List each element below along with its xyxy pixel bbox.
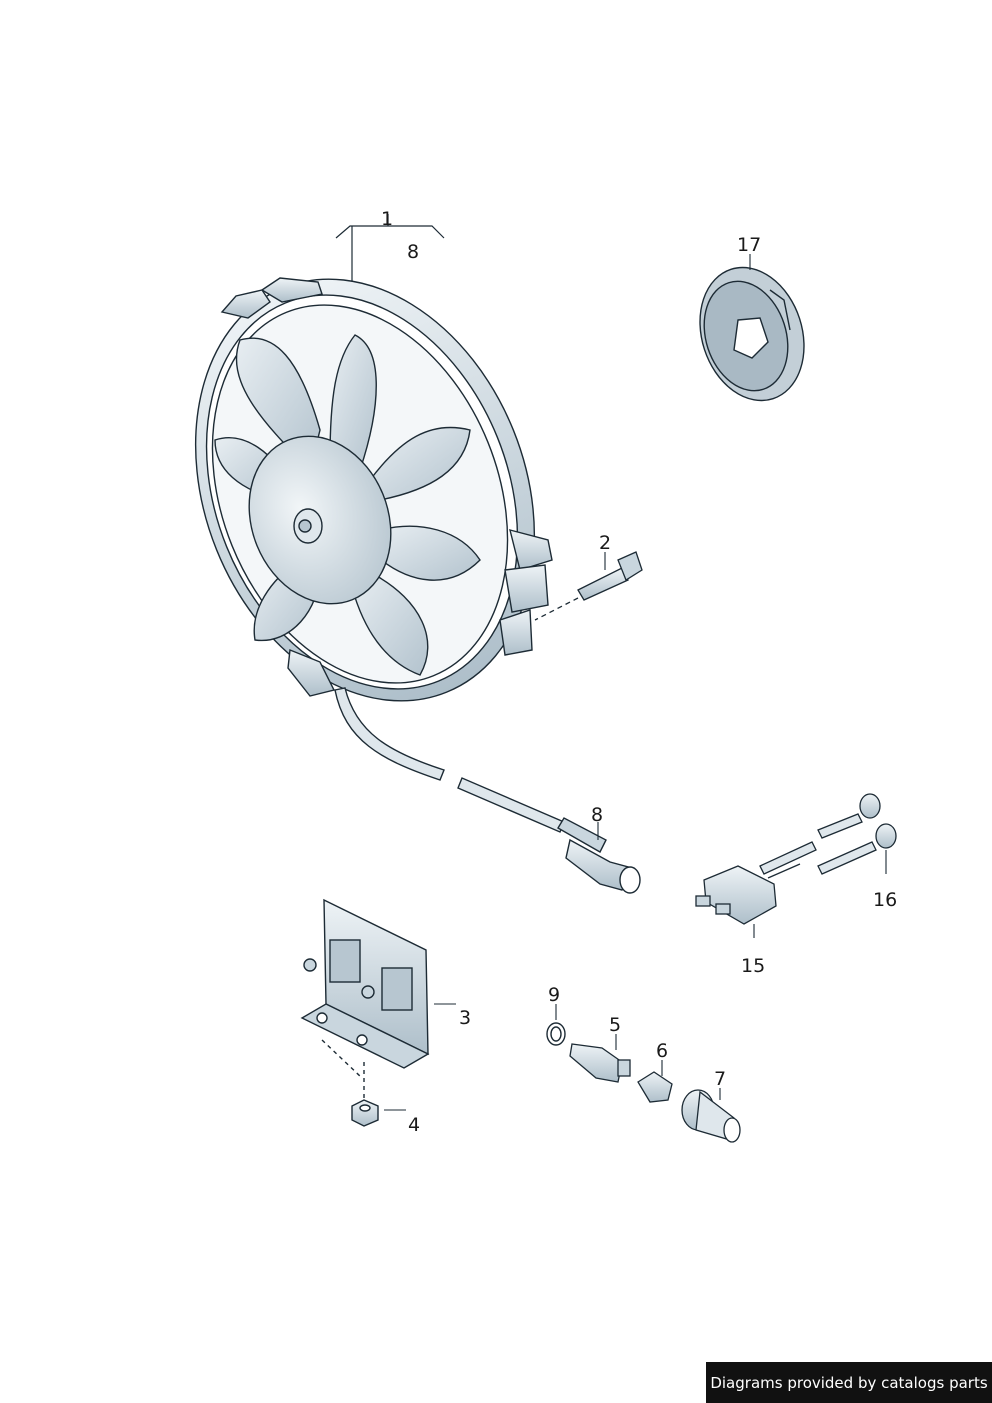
cap-cover <box>699 266 805 402</box>
callout-17: 17 <box>737 234 762 256</box>
callout-5: 5 <box>609 1014 622 1036</box>
callout-4: 4 <box>408 1114 421 1136</box>
callout-8-connector: 8 <box>591 804 604 826</box>
cable-connector <box>565 838 641 894</box>
radiator-fan-assembly <box>194 277 553 702</box>
leader-lines <box>384 254 887 1111</box>
callout-7: 7 <box>714 1068 727 1090</box>
bolt <box>534 551 643 621</box>
callout-1: 1 <box>381 208 394 230</box>
footer-credit: Diagrams provided by catalogs parts <box>706 1362 992 1403</box>
callout-3: 3 <box>459 1007 472 1029</box>
callout-15: 15 <box>741 955 766 977</box>
callout-6: 6 <box>656 1040 669 1062</box>
mounting-bracket <box>300 898 430 1098</box>
callout-16: 16 <box>873 889 898 911</box>
leader-1 <box>335 214 445 290</box>
hose-adapter <box>681 1089 741 1143</box>
temperature-switch <box>569 1043 631 1083</box>
callout-2: 2 <box>599 532 612 554</box>
sensor-leads <box>817 793 897 875</box>
nut <box>351 1099 379 1127</box>
connector-housing <box>637 1071 673 1103</box>
callout-9: 9 <box>548 984 561 1006</box>
fan-cable <box>334 687 607 853</box>
callout-8-top: 8 <box>407 241 420 263</box>
seal-ring <box>546 1022 566 1046</box>
sensor-assembly <box>695 841 817 925</box>
